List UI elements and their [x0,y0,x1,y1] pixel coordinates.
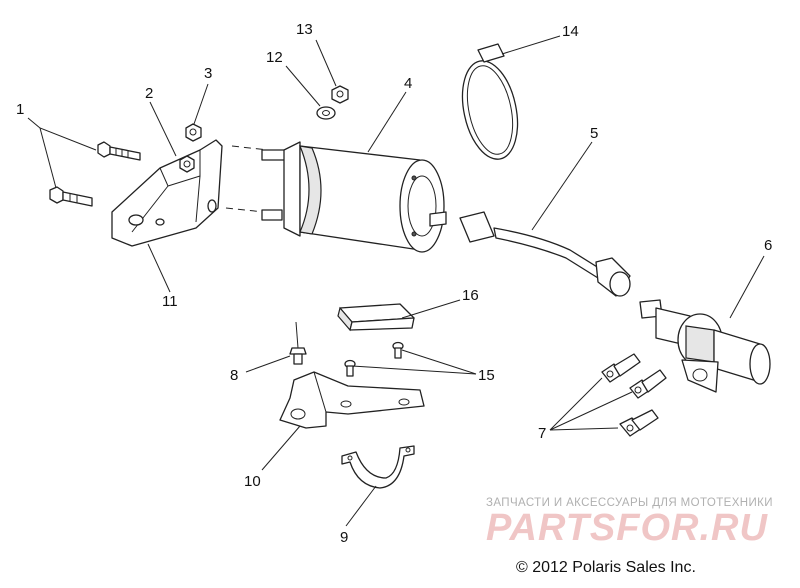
callout-9: 9 [340,529,348,546]
callout-10: 10 [244,473,261,490]
nut-3 [185,123,202,142]
callout-numbers: 1 2 3 4 5 6 7 8 9 10 11 12 13 14 15 16 [16,21,772,546]
leader-lines [27,35,765,527]
screw-15a [344,359,356,377]
callout-7: 7 [538,425,546,442]
starter-cable [459,211,631,297]
screw-15b [392,341,404,359]
starter-drive [639,299,771,393]
callout-12: 12 [266,49,283,66]
clamp-strap [341,445,415,489]
hose-clamp [461,43,519,160]
screw-7c [619,409,659,437]
rivet [289,321,307,365]
watermark-tagline: ЗАПЧАСТИ И АКСЕССУАРЫ ДЛЯ МОТОТЕХНИКИ [486,497,773,509]
callout-15: 15 [478,367,495,384]
copyright-notice: © 2012 Polaris Sales Inc. [516,559,696,576]
callout-16: 16 [462,287,479,304]
bolt-lower [49,186,93,207]
watermark-logo: PARTSFOR.RU [486,507,768,549]
callout-8: 8 [230,367,238,384]
screw-7a [601,353,641,383]
callout-2: 2 [145,85,153,102]
screw-7b [629,369,667,399]
nut-13 [331,85,349,104]
callout-1: 1 [16,101,24,118]
callout-4: 4 [404,75,412,92]
starter-motor [261,141,447,253]
callout-14: 14 [562,23,579,40]
callout-11: 11 [162,293,178,310]
callout-5: 5 [590,125,598,142]
callout-13: 13 [296,21,313,38]
washer-12 [316,106,336,120]
bolt-upper [97,141,141,161]
watermark: ЗАПЧАСТИ И АКСЕССУАРЫ ДЛЯ МОТОТЕХНИКИ PA… [486,497,773,549]
rubber-pad [337,303,415,332]
callout-3: 3 [204,65,212,82]
bracket-plate [279,371,425,429]
nut-2 [179,155,195,173]
callout-6: 6 [764,237,772,254]
